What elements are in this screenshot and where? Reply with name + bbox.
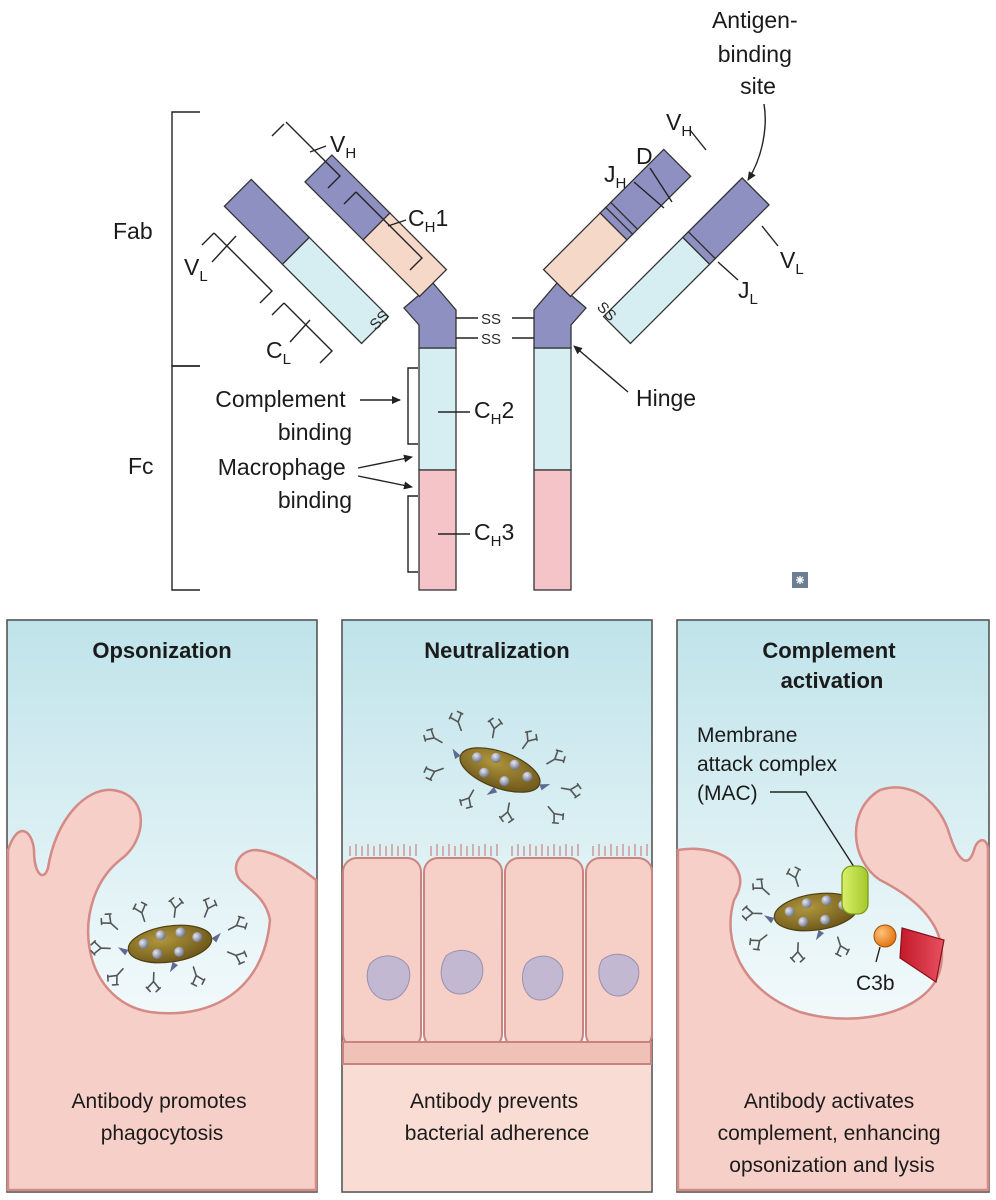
opsonization-title: Opsonization: [92, 638, 231, 663]
ch3-label: CH3: [474, 519, 514, 550]
vh-left-label: VH: [330, 131, 356, 162]
target-cell: [676, 786, 990, 1192]
complement-activation-title: Complement activation: [762, 638, 901, 693]
vh-right-label: VH: [666, 109, 692, 140]
complement-receptor: [899, 927, 945, 984]
mac-leader-line: [770, 791, 857, 871]
hinge-label: Hinge: [636, 385, 696, 411]
right-heavy-arm: [542, 148, 692, 298]
neutralization-title: Neutralization: [424, 638, 569, 663]
complement-caption: Antibody activates complement, enhancing…: [718, 1090, 947, 1177]
vl-left-bracket: [201, 232, 273, 304]
vl-right-label: VL: [780, 247, 804, 278]
jl-label: JL: [738, 277, 758, 308]
hinge-arrow: [573, 345, 629, 393]
ch1-left-bracket: [343, 191, 423, 271]
ch2-label: CH2: [474, 397, 514, 428]
epithelial-cells: [342, 844, 653, 1065]
panel-opsonization: Opsonization Antibody promotes phagocyto…: [6, 619, 318, 1193]
d-label: D: [636, 143, 653, 169]
opsonization-caption: Antibody promotes phagocytosis: [72, 1090, 253, 1145]
panel-neutralization: Neutralization Antibody prevents bacteri…: [341, 619, 653, 1193]
ss-hinge-2: SS: [481, 331, 501, 348]
ch1-left-label: CH1: [408, 205, 448, 236]
fc-left-stem: [418, 347, 457, 591]
vl-left-label: VL: [184, 254, 208, 285]
cl-left-label: CL: [266, 337, 291, 368]
fab-bracket: [171, 111, 200, 367]
antigen-site-arrow: [747, 103, 766, 181]
macrophage-bracket: [407, 495, 418, 573]
antigen-binding-site-label: Antigen- binding site: [712, 7, 804, 99]
cl-left-bracket: [271, 302, 333, 364]
mac-label: Membrane attack complex (MAC): [697, 724, 843, 805]
mac-complex: [841, 865, 869, 915]
hinge-left: [403, 282, 457, 349]
panel-complement-activation: Complement activation Membrane attack co…: [676, 619, 990, 1193]
macrophage-cell: [6, 788, 318, 1192]
complement-binding-label: Complement binding: [215, 386, 352, 445]
macrophage-binding-label: Macrophage binding: [218, 454, 352, 513]
left-light-chain: [223, 178, 390, 345]
c3b-label: C3b: [856, 972, 895, 995]
left-heavy-arm: [304, 154, 448, 298]
complement-bracket: [407, 367, 418, 445]
neutralization-caption: Antibody prevents bacterial adherence: [405, 1090, 589, 1145]
antibody-structure: Fab Fc: [113, 7, 808, 591]
c3b-molecule: [873, 924, 897, 948]
fc-bracket: [171, 365, 200, 591]
fc-right-stem: [533, 347, 572, 591]
right-light-chain: [602, 177, 770, 345]
ss-hinge-1: SS: [481, 311, 501, 328]
fab-label: Fab: [113, 218, 153, 244]
jh-label: JH: [604, 161, 626, 192]
fc-label: Fc: [128, 453, 154, 479]
hinge-right: [533, 282, 587, 349]
